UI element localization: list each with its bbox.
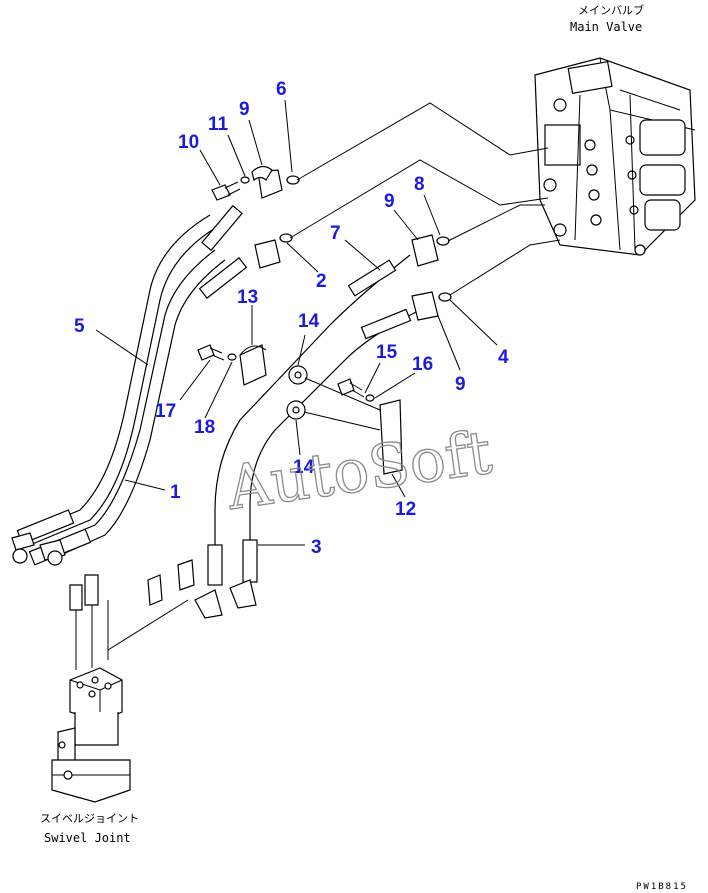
swivel-joint-label-jp: スイベルジョイント [40, 812, 139, 825]
callout-6: 6 [276, 79, 287, 100]
callout-leaders [95, 99, 498, 546]
callout-14-lower: 14 [293, 457, 315, 478]
flanges [254, 169, 439, 340]
callout-5: 5 [74, 316, 85, 337]
callout-15: 15 [376, 342, 398, 363]
bracket-12 [303, 377, 403, 475]
main-valve-label-en: Main Valve [570, 20, 642, 34]
watermark: AutoSoft [222, 418, 496, 524]
callout-3: 3 [311, 537, 322, 558]
hose-5 [16, 204, 243, 546]
callout-4: 4 [498, 347, 509, 368]
callout-9-upper: 9 [239, 99, 250, 120]
clamp-13 [197, 344, 267, 386]
callout-12: 12 [395, 499, 416, 520]
callout-8: 8 [414, 174, 425, 195]
callout-7: 7 [330, 223, 341, 244]
callout-10: 10 [178, 132, 199, 153]
main-valve-label-jp: メインバルブ [578, 3, 644, 17]
swivel-fittings [69, 559, 195, 670]
callout-1: 1 [170, 482, 181, 503]
elbows [11, 532, 66, 566]
callout-11: 11 [208, 114, 229, 135]
bolt-assembly-upper [211, 165, 273, 201]
main-valve [534, 57, 696, 256]
swivel-joint [51, 667, 131, 803]
callout-16: 16 [412, 354, 433, 375]
callout-2: 2 [316, 271, 327, 292]
callout-14-upper: 14 [298, 311, 320, 332]
leader-lines [289, 102, 561, 296]
callout-9-middle: 9 [384, 191, 395, 212]
o-rings [279, 175, 452, 302]
spacers-14 [286, 365, 308, 420]
callout-9-lower: 9 [455, 374, 466, 395]
swivel-joint-label-en: Swivel Joint [44, 831, 131, 845]
callout-18: 18 [194, 417, 215, 438]
callout-17: 17 [155, 401, 176, 422]
callout-13: 13 [237, 287, 258, 308]
drawing-code: PW1B815 [636, 882, 688, 892]
